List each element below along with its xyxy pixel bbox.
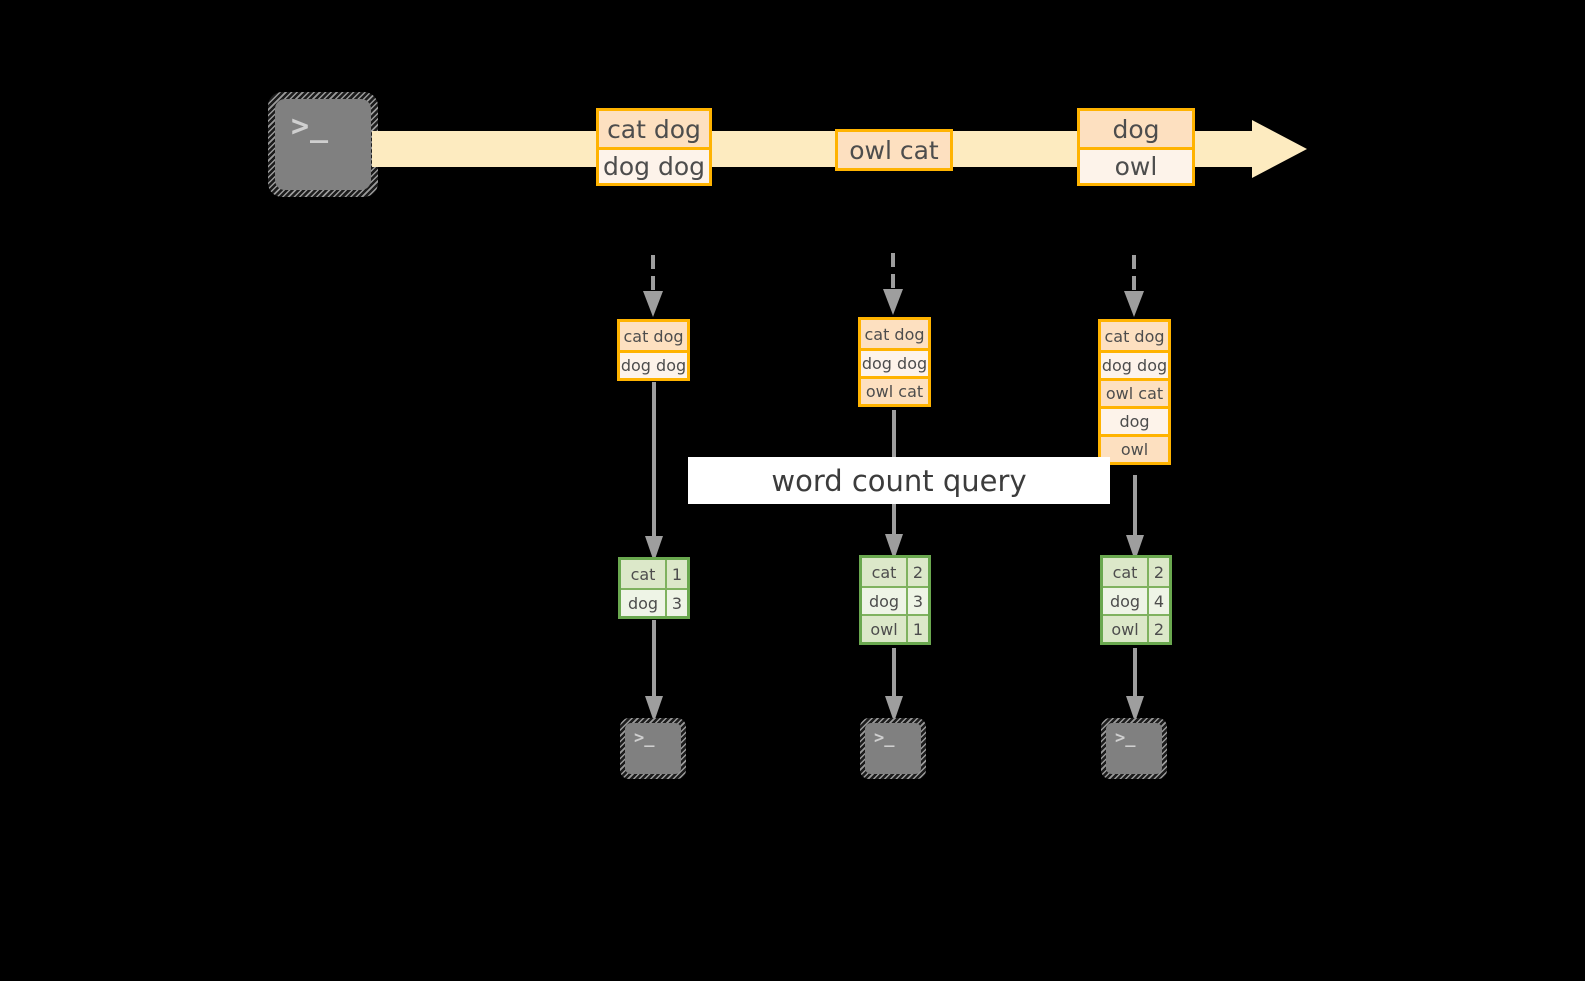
- state-to-result-connector: [644, 382, 664, 564]
- state-line: cat dog: [620, 322, 687, 350]
- table-row: owl 2: [1103, 614, 1169, 642]
- stream-to-state-connector: [1122, 255, 1146, 321]
- stream-line: owl cat: [838, 132, 950, 168]
- result-count: 3: [665, 590, 687, 616]
- state-line: cat dog: [1101, 322, 1168, 350]
- terminal-body: [865, 723, 921, 774]
- result-count: 4: [1147, 588, 1169, 614]
- sink-terminal-icon: >_: [1101, 718, 1167, 779]
- result-table: cat 1 dog 3: [618, 557, 690, 619]
- stream-to-state-connector: [881, 253, 905, 319]
- stream-batch-box: owl cat: [835, 129, 953, 171]
- query-label-band: word count query: [688, 457, 1110, 504]
- stream-batch-box: dog owl: [1077, 108, 1195, 186]
- accumulated-state-box: cat dog dog dog: [617, 319, 690, 381]
- result-count: 2: [906, 558, 928, 586]
- result-word: dog: [1103, 588, 1147, 614]
- result-word: owl: [1103, 616, 1147, 642]
- result-word: owl: [862, 616, 906, 642]
- result-to-sink-connector: [1125, 648, 1145, 724]
- state-to-result-connector: [1125, 475, 1145, 563]
- stream-line: dog: [1080, 111, 1192, 147]
- state-line: cat dog: [861, 320, 928, 348]
- result-table: cat 2 dog 4 owl 2: [1100, 555, 1172, 645]
- state-line: dog: [1101, 406, 1168, 434]
- table-row: owl 1: [862, 614, 928, 642]
- terminal-body: [1106, 723, 1162, 774]
- table-row: cat 2: [1103, 558, 1169, 586]
- result-count: 3: [906, 588, 928, 614]
- result-word: dog: [862, 588, 906, 614]
- stream-batch-box: cat dog dog dog: [596, 108, 712, 186]
- state-line: owl cat: [861, 376, 928, 404]
- result-word: dog: [621, 590, 665, 616]
- query-label-text: word count query: [771, 463, 1027, 498]
- table-row: dog 3: [862, 586, 928, 614]
- state-line: owl: [1101, 434, 1168, 462]
- result-to-sink-connector: [884, 648, 904, 724]
- stream-line: owl: [1080, 147, 1192, 183]
- terminal-body: [625, 723, 681, 774]
- table-row: dog 4: [1103, 586, 1169, 614]
- stream-to-state-connector: [641, 255, 665, 321]
- state-line: dog dog: [620, 350, 687, 378]
- result-word: cat: [1103, 558, 1147, 586]
- result-count: 1: [906, 616, 928, 642]
- terminal-prompt-glyph: >_: [291, 109, 330, 144]
- result-word: cat: [621, 560, 665, 588]
- table-row: cat 2: [862, 558, 928, 586]
- stream-line: cat dog: [599, 111, 709, 147]
- terminal-prompt-glyph: >_: [634, 728, 655, 748]
- sink-terminal-icon: >_: [620, 718, 686, 779]
- result-count: 2: [1147, 616, 1169, 642]
- terminal-prompt-glyph: >_: [874, 728, 895, 748]
- state-line: dog dog: [1101, 350, 1168, 378]
- table-row: cat 1: [621, 560, 687, 588]
- state-line: owl cat: [1101, 378, 1168, 406]
- sink-terminal-icon: >_: [860, 718, 926, 779]
- stream-line: dog dog: [599, 147, 709, 183]
- accumulated-state-box: cat dog dog dog owl cat: [858, 317, 931, 407]
- source-terminal-icon: >_: [268, 92, 378, 197]
- terminal-prompt-glyph: >_: [1115, 728, 1136, 748]
- result-table: cat 2 dog 3 owl 1: [859, 555, 931, 645]
- result-count: 1: [665, 560, 687, 588]
- result-to-sink-connector: [644, 620, 664, 724]
- terminal-body: [275, 99, 371, 190]
- result-count: 2: [1147, 558, 1169, 586]
- state-line: dog dog: [861, 348, 928, 376]
- table-row: dog 3: [621, 588, 687, 616]
- accumulated-state-box: cat dog dog dog owl cat dog owl: [1098, 319, 1171, 465]
- result-word: cat: [862, 558, 906, 586]
